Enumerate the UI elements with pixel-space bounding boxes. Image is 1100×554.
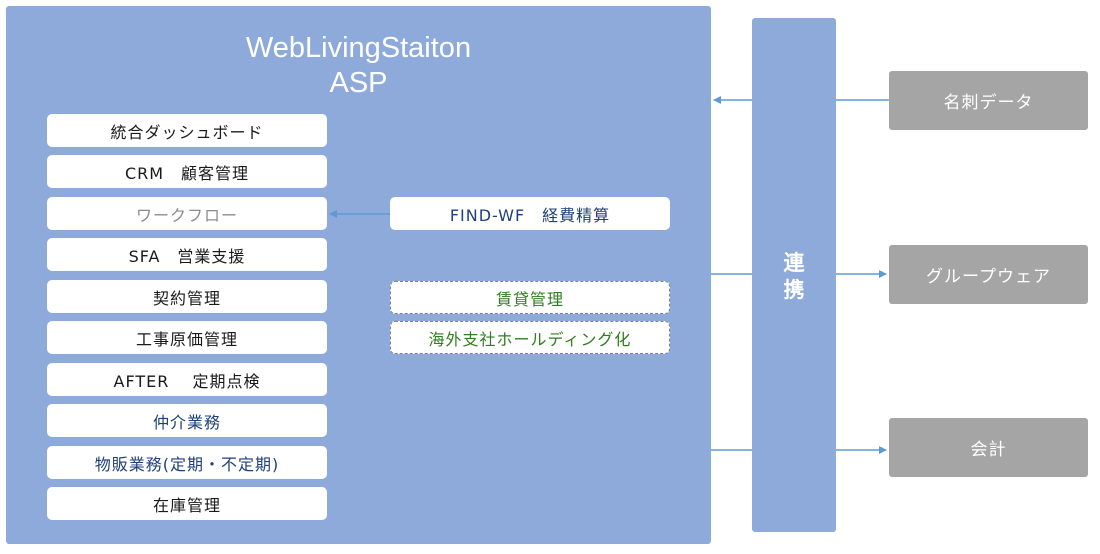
module-contract[interactable]: 契約管理 — [47, 280, 327, 313]
module-inventory[interactable]: 在庫管理 — [47, 487, 327, 520]
module-retail[interactable]: 物販業務(定期・不定期) — [47, 446, 327, 479]
module-after-inspection[interactable]: AFTER 定期点検 — [47, 363, 327, 396]
external-groupware[interactable]: グループウェア — [889, 245, 1088, 304]
integration-bar — [752, 18, 836, 532]
addon-find-wf[interactable]: FIND-WF 経費精算 — [390, 197, 670, 230]
module-construction-cost[interactable]: 工事原価管理 — [47, 321, 327, 354]
addon-rental-management[interactable]: 賃貸管理 — [390, 281, 670, 314]
module-workflow[interactable]: ワークフロー — [47, 197, 327, 230]
system-title: WebLivingStaiton — [245, 32, 472, 64]
external-business-card-data[interactable]: 名刺データ — [889, 71, 1088, 130]
system-subtitle: ASP — [329, 67, 388, 99]
external-accounting[interactable]: 会計 — [889, 418, 1088, 477]
module-sfa[interactable]: SFA 営業支援 — [47, 238, 327, 271]
module-brokerage[interactable]: 仲介業務 — [47, 404, 327, 437]
integration-label: 連 携 — [783, 251, 805, 302]
module-crm[interactable]: CRM 顧客管理 — [47, 155, 327, 188]
addon-overseas-holding[interactable]: 海外支社ホールディング化 — [390, 321, 670, 354]
module-dashboard[interactable]: 統合ダッシュボード — [47, 114, 327, 147]
